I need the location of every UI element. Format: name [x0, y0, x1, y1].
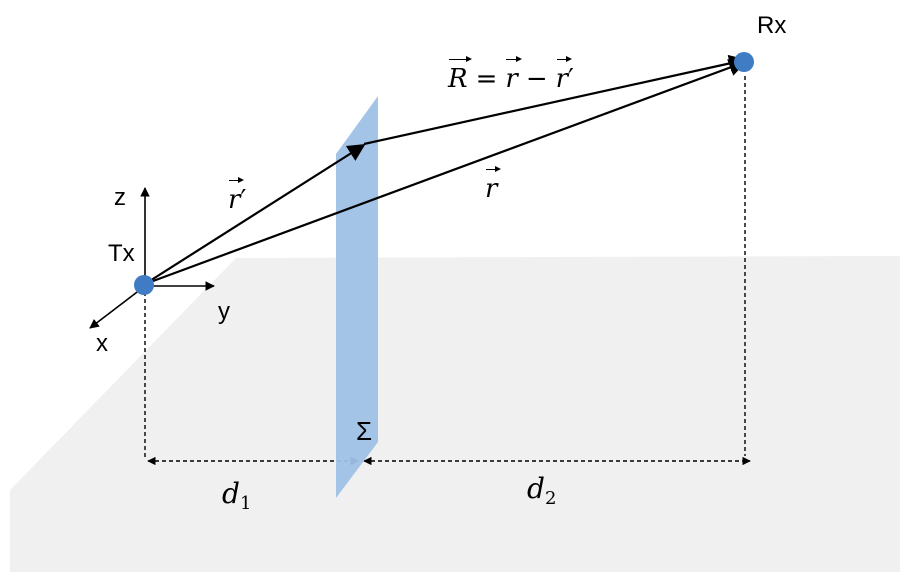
ground-plane	[10, 256, 900, 572]
rx-antenna	[734, 52, 754, 72]
r-label: r	[485, 166, 503, 204]
R-symbol: R	[448, 56, 472, 94]
x-axis-arrow	[89, 285, 146, 329]
vector-r	[144, 59, 747, 286]
R-term-prime-mark: ′	[568, 64, 574, 94]
d2-symbol: d	[527, 472, 545, 505]
vector-r-prime	[144, 144, 366, 285]
x-axis-label: x	[96, 330, 108, 357]
r-prime-mark: ′	[240, 185, 247, 215]
surface-sigma	[336, 96, 378, 498]
d1-symbol: d	[222, 477, 240, 510]
d1-label: d1	[222, 477, 251, 513]
rx-label: Rx	[757, 12, 787, 39]
r-symbol: r	[485, 166, 503, 204]
tx-antenna	[134, 275, 154, 295]
R-equation-label: R=r−r′	[448, 56, 574, 94]
r-prime-symbol: r	[228, 177, 246, 215]
d2-label: d2	[527, 472, 556, 508]
vector-R	[363, 54, 747, 146]
minus-sign: −	[525, 64, 548, 94]
tx-label: Tx	[108, 240, 135, 267]
y-axis-label: y	[218, 298, 230, 325]
R-term-r-prime: r	[555, 56, 573, 94]
surface-sigma-label: Σ	[356, 416, 373, 446]
d1-subscript: 1	[239, 493, 252, 514]
R-term-r: r	[505, 56, 523, 94]
equals-sign: =	[475, 64, 498, 94]
d2-subscript: 2	[544, 488, 557, 509]
r-prime-label: r′	[228, 177, 247, 215]
z-axis-label: z	[114, 184, 126, 211]
